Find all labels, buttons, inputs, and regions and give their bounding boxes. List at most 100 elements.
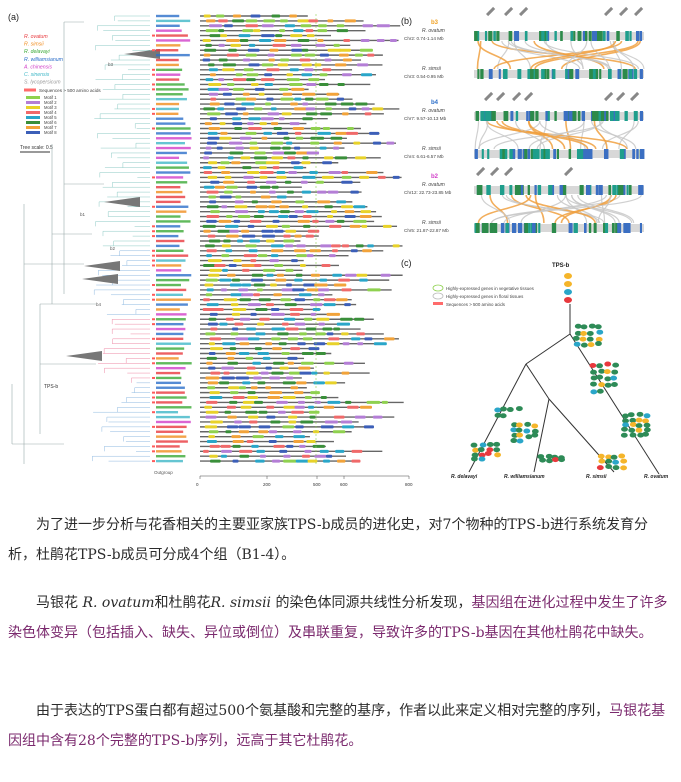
motif-box — [342, 342, 350, 346]
gene-node — [596, 388, 604, 394]
motif-box — [359, 175, 370, 179]
gene-block — [493, 31, 496, 41]
gene-label — [156, 376, 182, 380]
gene-name-tag — [504, 6, 514, 17]
motif-box — [326, 312, 340, 316]
synteny-link — [480, 194, 511, 224]
motif-box — [268, 430, 278, 434]
motif-box — [241, 234, 256, 238]
motif-box — [207, 175, 218, 179]
motif-box — [269, 391, 283, 395]
motif-box — [261, 63, 274, 67]
motif-box — [337, 459, 346, 463]
synteny-link — [534, 40, 639, 70]
motif-box — [238, 34, 251, 38]
gene-block — [534, 185, 537, 195]
gene-node — [588, 323, 596, 329]
gene-node — [597, 453, 605, 459]
evolution-leaf-label: R. delavayi — [451, 474, 478, 480]
gene-node — [531, 428, 539, 434]
gene-block — [593, 223, 597, 233]
gene-node — [603, 369, 611, 375]
gene-block — [499, 185, 505, 195]
paragraph-2-text-e: 的染色体同源共线性分析发现， — [271, 595, 472, 611]
long-sequence-marker — [152, 83, 155, 86]
gene-label — [156, 357, 179, 360]
collapsed-clade — [124, 49, 160, 59]
motif-box — [304, 53, 316, 57]
motif-box — [274, 38, 287, 42]
motif-box — [290, 34, 303, 38]
motif-box — [297, 19, 310, 23]
motif-box — [271, 459, 281, 463]
motif-box — [248, 63, 260, 67]
gene-block — [527, 69, 531, 79]
gene-label — [156, 146, 191, 150]
motif-box — [324, 361, 335, 365]
gene-block — [570, 31, 574, 41]
motif-box — [225, 317, 234, 321]
motif-box — [302, 102, 309, 106]
motif-box — [246, 73, 259, 77]
gene-node — [643, 413, 651, 419]
motif-box — [203, 171, 213, 175]
motif-box — [280, 210, 290, 214]
motif-box — [232, 122, 243, 126]
motif-box — [288, 420, 297, 424]
motif-box — [254, 263, 262, 267]
motif-box — [233, 219, 241, 223]
synteny-link — [477, 40, 512, 70]
synteny-link — [579, 120, 585, 150]
motif-box — [268, 440, 277, 444]
gene-block — [485, 111, 489, 121]
gene-block — [591, 111, 595, 121]
motif-box — [298, 366, 311, 370]
gene-label — [156, 225, 181, 228]
gene-label — [156, 381, 182, 385]
motif-box — [204, 244, 215, 248]
gene-block — [527, 185, 530, 195]
gene-block — [588, 223, 592, 233]
motif-box — [228, 263, 237, 267]
synteny-link — [477, 194, 532, 224]
motif-box — [312, 219, 319, 223]
motif-box — [333, 43, 340, 47]
motif-box — [258, 298, 271, 302]
motif-box — [313, 342, 326, 346]
gene-label — [156, 220, 191, 223]
motif-box — [373, 342, 387, 346]
motif-box — [341, 288, 352, 292]
synteny-region-label: Chr5: 21.87-22.87 Mb — [404, 228, 449, 233]
motif-box — [239, 317, 251, 321]
long-sequence-marker — [152, 391, 155, 394]
motif-box — [243, 175, 254, 179]
gene-label — [156, 181, 188, 184]
motif-box — [226, 82, 235, 86]
gene-block — [488, 31, 493, 41]
gene-block — [511, 223, 517, 233]
motif-box — [232, 117, 242, 121]
motif-box — [271, 249, 284, 253]
motif-box — [325, 454, 333, 458]
motif-box — [341, 171, 349, 175]
motif-box — [220, 161, 230, 165]
motif-box — [300, 180, 308, 184]
gene-block — [480, 69, 484, 79]
motif-box — [362, 249, 372, 253]
motif-box — [367, 288, 381, 292]
motif-box — [258, 38, 272, 42]
motif-box — [325, 381, 337, 385]
motif-box — [334, 63, 347, 67]
motif-box — [319, 53, 329, 57]
motif-box — [276, 131, 289, 135]
gene-block — [475, 223, 480, 233]
gene-node — [622, 413, 629, 419]
motif-box — [255, 332, 266, 336]
gene-block — [622, 69, 626, 79]
motif-box — [331, 210, 338, 214]
motif-box — [354, 53, 363, 57]
gene-block — [577, 111, 581, 121]
paragraph-1: 为了进一步分析与花香相关的主要亚家族TPS-b成员的进化史，对7个物种的TPS-… — [8, 510, 672, 570]
synteny-species-label: R. ovatum — [422, 182, 445, 188]
synteny-link — [590, 40, 610, 70]
